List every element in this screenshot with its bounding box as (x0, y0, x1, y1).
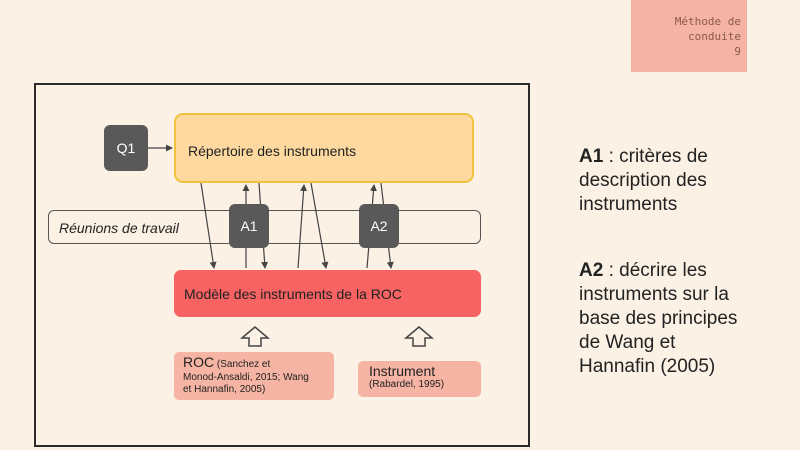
roc-ref-3: et Hannafin, 2005) (183, 384, 266, 395)
modele-label: Modèle des instruments de la ROC (184, 286, 402, 302)
arrow-rep-to-modele-1 (200, 182, 217, 269)
instrument-title: Instrument (369, 363, 436, 379)
arrow-modele-to-rep-2 (297, 184, 308, 269)
legend-a2-line-5: Hannafin (2005) (579, 356, 716, 377)
legend-a1-key: A1 (579, 146, 604, 167)
legend-a1-line-2: description des (579, 170, 707, 191)
legend-a2-line-4: de Wang et (579, 332, 676, 353)
tag-line-2: conduite (688, 30, 741, 43)
legend-a2: A2 : décrire les instruments sur la base… (579, 259, 779, 379)
roc-title: ROC (183, 354, 215, 370)
legend-a1-line-3: instruments (579, 194, 678, 215)
instrument-ref: (Rabardel, 1995) (369, 379, 445, 390)
tag-line-1: Méthode de (674, 15, 741, 28)
roc-source-box: ROC (Sanchez et Monod-Ansaldi, 2015; Wan… (174, 352, 334, 400)
legend-a2-key: A2 (579, 260, 604, 281)
instrument-source-box: Instrument (Rabardel, 1995) (358, 361, 481, 397)
reunions-label: Réunions de travail (59, 220, 179, 236)
roc-ref-1: (Sanchez et (216, 359, 271, 370)
roc-ref-2: Monod-Ansaldi, 2015; Wang (183, 371, 309, 383)
modele-box: Modèle des instruments de la ROC (174, 270, 481, 317)
legend-a2-line-1: : décrire les (603, 260, 707, 281)
arrow-rep-to-modele-3 (310, 182, 329, 269)
legend-a2-line-2: instruments sur la (579, 284, 729, 305)
hollow-up-arrow-roc (239, 326, 271, 347)
repertoire-box: Répertoire des instruments (174, 113, 474, 183)
a1-box: A1 (229, 204, 269, 248)
slide-number-tag: Méthode de conduite 9 (631, 0, 747, 72)
a2-box: A2 (359, 204, 399, 248)
legend-a1-line-1: : critères de (603, 146, 708, 167)
legend-a2-line-3: base des principes (579, 308, 738, 329)
tag-number: 9 (734, 45, 741, 58)
hollow-up-arrow-instrument (403, 326, 435, 347)
repertoire-label: Répertoire des instruments (188, 143, 357, 159)
legend-a1: A1 : critères de description des instrum… (579, 145, 779, 217)
q1-box: Q1 (104, 125, 148, 171)
